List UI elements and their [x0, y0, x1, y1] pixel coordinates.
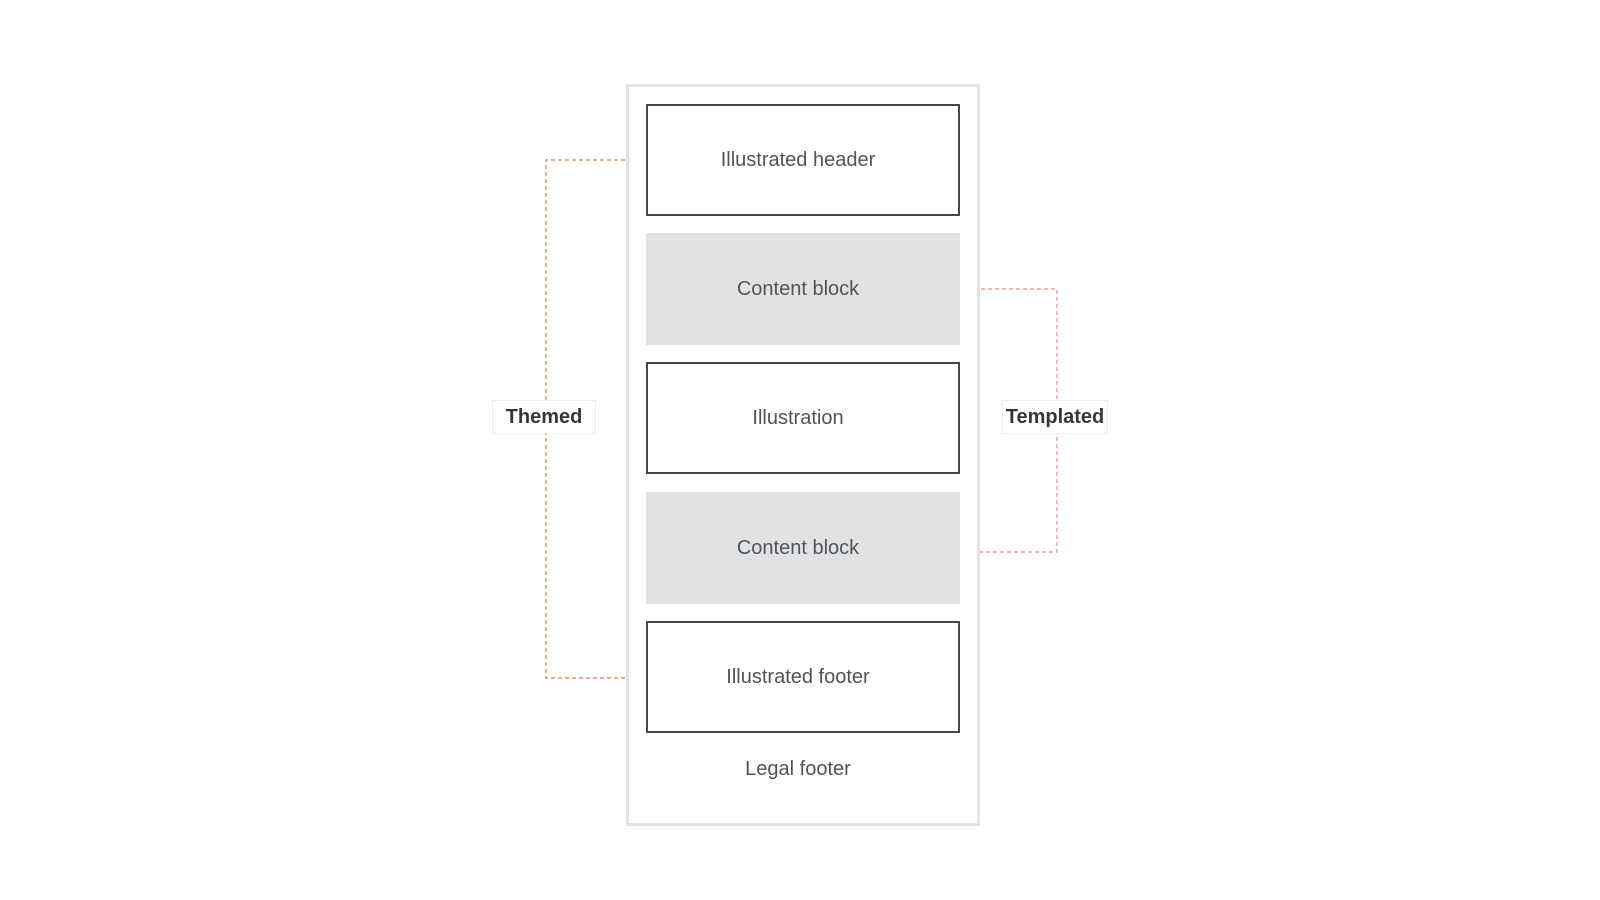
themed-label-text: Themed — [505, 405, 583, 428]
illustrated-header-label: Illustrated header — [720, 148, 876, 171]
themed-label: Themed — [492, 400, 596, 434]
illustrated-footer-label: Illustrated footer — [726, 665, 870, 688]
content-block-2: Content block — [646, 492, 960, 604]
templated-label-text: Templated — [1005, 405, 1105, 428]
legal-footer: Legal footer — [745, 758, 851, 780]
templated-label: Templated — [1002, 400, 1108, 434]
illustration-block: Illustration — [646, 362, 960, 474]
content-block-1-label: Content block — [736, 277, 860, 300]
illustrated-footer-block: Illustrated footer — [646, 621, 960, 733]
content-block-1: Content block — [646, 233, 960, 345]
illustration-label: Illustration — [752, 406, 844, 429]
content-block-2-label: Content block — [736, 536, 860, 559]
illustrated-header-block: Illustrated header — [646, 104, 960, 216]
